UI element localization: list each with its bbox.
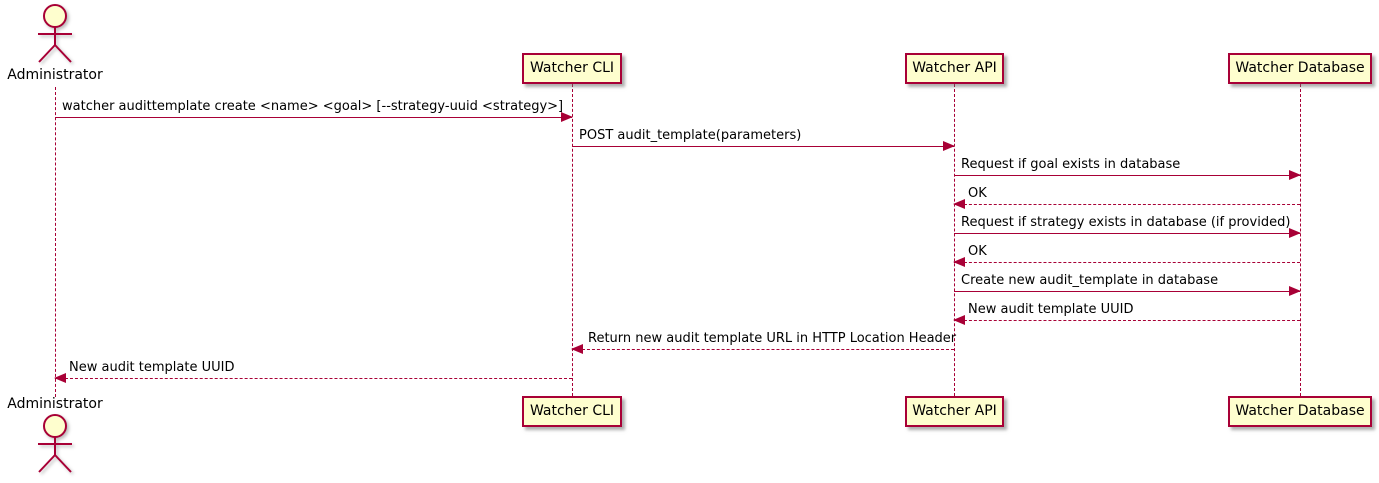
lifeline-watcher-database (1300, 84, 1301, 396)
participant-box-watcher-cli-top: Watcher CLI (522, 53, 622, 84)
message-row: Request if goal exists in database (954, 157, 1301, 180)
actor-label-administrator-top: Administrator (7, 67, 103, 83)
arrowhead-right-icon (561, 111, 573, 122)
message-row: OK (953, 244, 1300, 267)
participant-box-watcher-api-bottom: Watcher API (905, 396, 1004, 427)
message-line (54, 372, 572, 383)
arrowhead-right-icon (1289, 227, 1301, 238)
arrowhead-left-icon (953, 256, 965, 267)
participant-box-watcher-cli-bottom: Watcher CLI (522, 396, 622, 427)
message-row: Return new audit template URL in HTTP Lo… (571, 331, 957, 354)
message-row: New audit template UUID (54, 360, 572, 383)
arrowhead-left-icon (54, 372, 66, 383)
participant-box-watcher-api-top: Watcher API (905, 53, 1004, 84)
lifeline-administrator (55, 87, 56, 397)
message-label: OK (968, 186, 987, 201)
message-label: POST audit_template(parameters) (579, 128, 802, 143)
message-row: Create new audit_template in database (954, 273, 1301, 296)
message-line (954, 227, 1301, 238)
message-label: OK (968, 244, 987, 259)
message-label: Request if goal exists in database (961, 157, 1181, 172)
message-label: watcher audittemplate create <name> <goa… (62, 99, 564, 114)
arrowhead-right-icon (1289, 169, 1301, 180)
actor-icon (38, 414, 72, 473)
message-line (572, 140, 955, 151)
message-label: Create new audit_template in database (961, 273, 1219, 288)
message-label: Request if strategy exists in database (… (961, 215, 1291, 230)
arrowhead-right-icon (943, 140, 955, 151)
arrowhead-left-icon (571, 343, 583, 354)
message-row: OK (953, 186, 1300, 209)
actor-label-administrator-bottom: Administrator (7, 396, 103, 412)
actor-icon (38, 4, 72, 63)
message-line (954, 169, 1301, 180)
arrowhead-left-icon (953, 198, 965, 209)
lifeline-watcher-cli (572, 84, 573, 396)
message-row: POST audit_template(parameters) (572, 128, 955, 151)
message-line (571, 343, 954, 354)
message-line (954, 285, 1301, 296)
message-label: Return new audit template URL in HTTP Lo… (588, 331, 957, 346)
message-row: watcher audittemplate create <name> <goa… (55, 99, 573, 122)
message-line (953, 256, 1300, 267)
message-row: New audit template UUID (953, 302, 1300, 325)
participant-box-watcher-database-top: Watcher Database (1228, 53, 1372, 84)
arrowhead-left-icon (953, 314, 965, 325)
message-label: New audit template UUID (69, 360, 235, 375)
lifeline-watcher-api (954, 84, 955, 396)
arrowhead-right-icon (1289, 285, 1301, 296)
message-row: Request if strategy exists in database (… (954, 215, 1301, 238)
message-line (55, 111, 573, 122)
message-label: New audit template UUID (968, 302, 1134, 317)
message-line (953, 314, 1300, 325)
participant-box-watcher-database-bottom: Watcher Database (1228, 396, 1372, 427)
message-line (953, 198, 1300, 209)
